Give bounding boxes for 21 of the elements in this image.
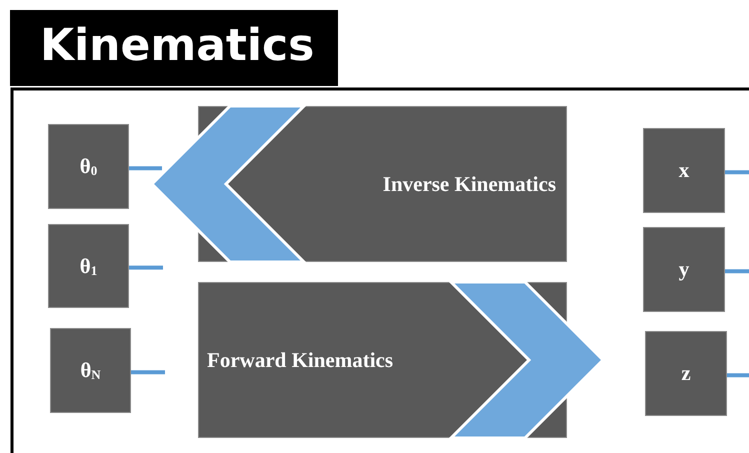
variable-box [50, 328, 131, 413]
variable-box [48, 224, 129, 308]
connector-line [727, 373, 749, 378]
node-label: z [681, 361, 691, 386]
variable-box [643, 227, 725, 312]
connector-line [725, 170, 749, 174]
connector-line [131, 370, 165, 374]
variable-box [643, 128, 725, 213]
variable-box [48, 124, 129, 209]
title: Kinematics [40, 19, 314, 73]
node-label: Forward Kinematics [207, 348, 394, 372]
variable-box [645, 331, 727, 416]
connector-line [725, 269, 749, 274]
node-label: θ$_{1}$ [80, 254, 98, 278]
node-label: x [678, 158, 690, 183]
connector-line [129, 166, 162, 170]
connector-line [129, 266, 163, 270]
node-label: θ$_{0}$ [80, 154, 98, 179]
node-label: θ$_{N}$ [80, 358, 101, 383]
node-label: Inverse Kinematics [382, 172, 556, 196]
node-label: y [678, 257, 690, 282]
